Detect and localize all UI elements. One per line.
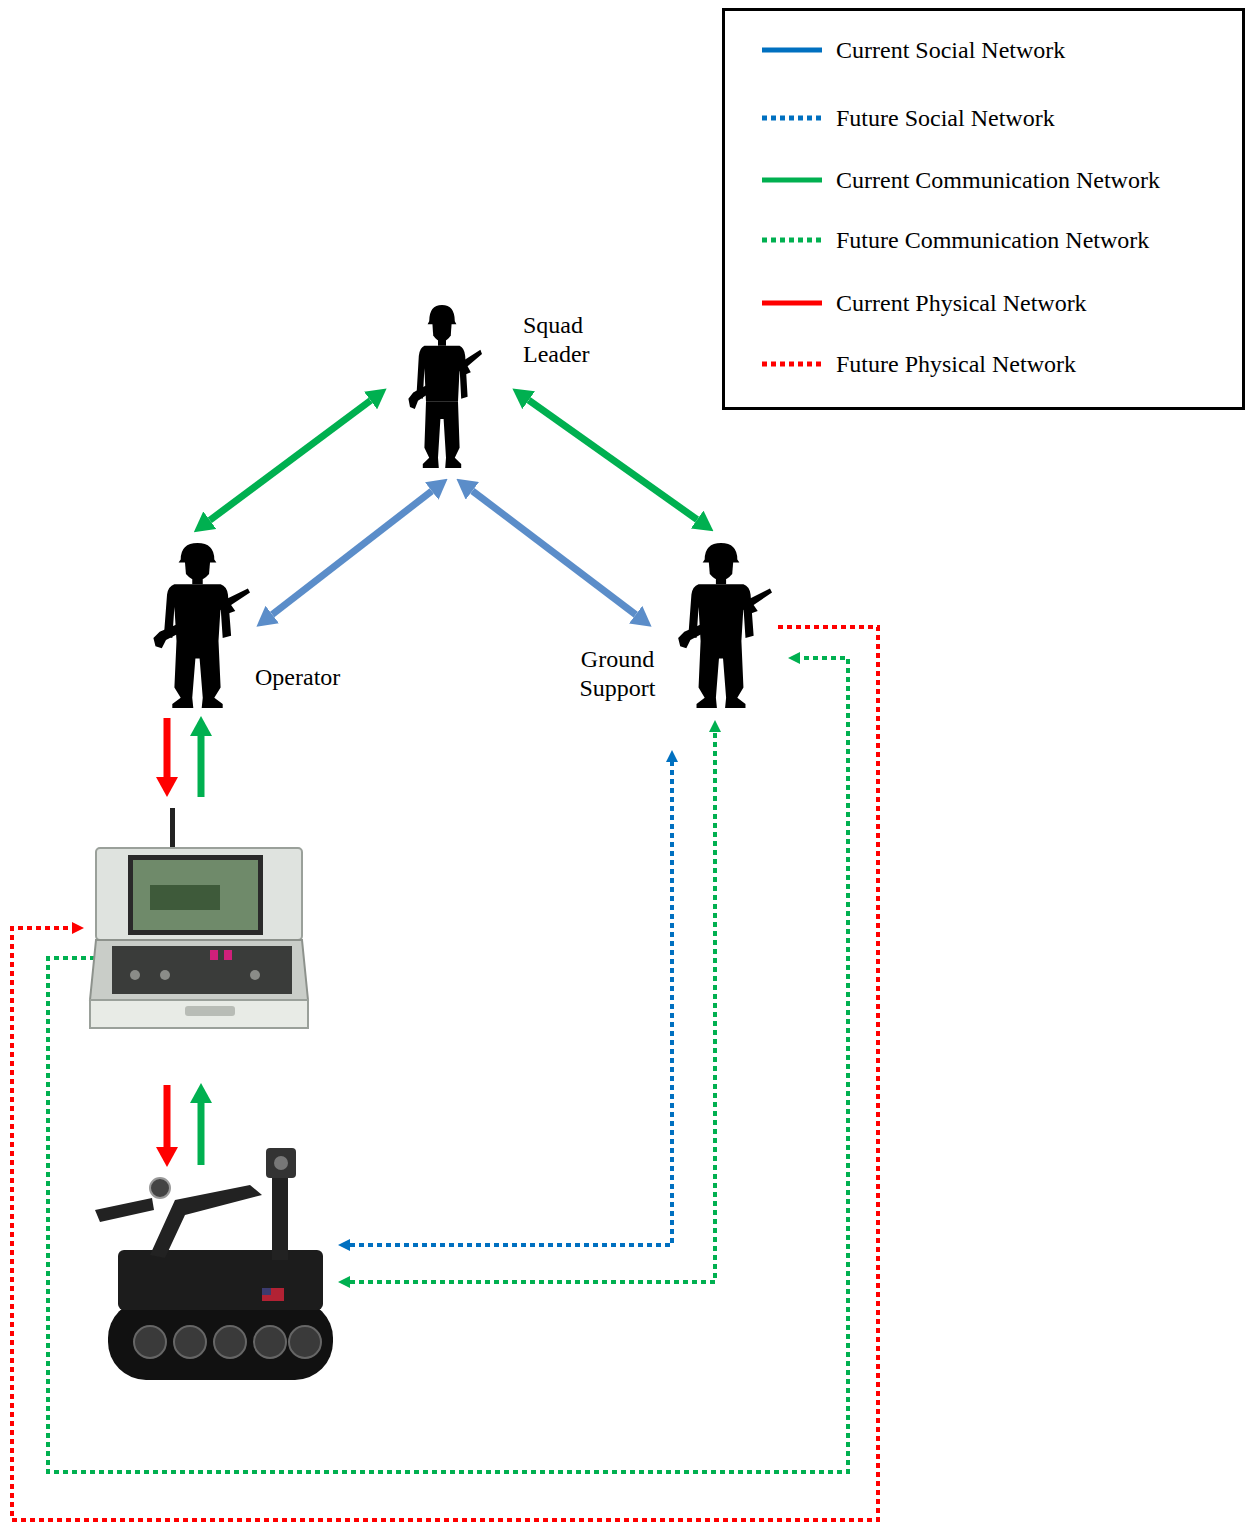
legend-label: Current Communication Network [836,165,1160,195]
knob [130,970,140,980]
flag-canton [262,1288,271,1295]
soldier-silhouette [145,543,250,708]
soldier-node: Ground Support [670,543,772,708]
network-connector [472,491,635,615]
legend-sample [762,358,822,370]
robot-body [118,1250,323,1310]
current-communication-link [198,1103,205,1165]
soldier-silhouette [670,543,772,708]
legend-label: Future Social Network [836,103,1055,133]
current-communication-link [198,736,205,797]
silhouette-part [408,350,482,409]
legend-sample [762,112,822,124]
network-connector [272,491,432,614]
legend-label: Future Communication Network [836,225,1149,255]
silhouette-part [438,340,446,346]
legend-sample [762,44,822,56]
legend-entry: Current Communication Network [725,165,1242,195]
antenna [170,808,175,853]
silhouette-part [192,578,203,584]
silhouette-part [697,641,746,708]
arm-camera [150,1178,170,1198]
legend-line [762,48,822,53]
node-label: Operator [255,663,340,692]
legend-entry: Future Communication Network [725,225,1242,255]
button [224,950,232,960]
future-links [12,627,878,1520]
legend-label: Current Social Network [836,35,1065,65]
silhouette-part [179,543,217,563]
knob [160,970,170,980]
legend-entry: Current Social Network [725,35,1242,65]
silhouette-part [172,641,222,708]
camera-head [266,1148,296,1178]
legend-line [762,301,822,306]
screen [133,860,258,930]
legend-entry: Current Physical Network [725,288,1242,318]
handle [185,1006,235,1016]
current-physical-link [164,1085,171,1147]
wheel [254,1326,286,1358]
legend-entry: Future Social Network [725,103,1242,133]
legend-sample [762,297,822,309]
screen-image [150,885,220,910]
controller-illustration [90,808,308,1028]
future-physical-link [12,627,878,1520]
controller-lid [96,848,302,940]
connector-layer [210,400,697,614]
soldier-node: Squad Leader [402,305,482,468]
track [108,1300,333,1380]
silhouette-part [678,588,772,648]
silhouette-part [153,588,250,648]
future-social-link [350,762,672,1245]
wheel [134,1326,166,1358]
silhouette-part [185,562,210,581]
silhouette-part [709,562,733,581]
legend-label: Future Physical Network [836,349,1076,379]
node-label: Ground Support [570,645,665,703]
silhouette-part [428,305,457,324]
flag [262,1288,284,1301]
silhouette-part [423,402,461,468]
soldier-node: Operator [145,543,250,708]
camera-lens [274,1156,288,1170]
button [210,950,218,960]
wheel [289,1326,321,1358]
legend-line [762,362,822,367]
screen-bezel [128,855,263,935]
legend-label: Current Physical Network [836,288,1087,318]
legend-box: Current Social NetworkFuture Social Netw… [722,8,1245,410]
gripper [95,1198,154,1222]
soldier-silhouette [402,305,482,468]
legend-sample [762,234,822,246]
silhouette-part [716,578,726,584]
legend-line [762,116,822,121]
wheel [214,1326,246,1358]
legend-line [762,178,822,183]
network-connector [210,401,371,521]
legend-line [762,238,822,243]
network-connector [529,400,697,519]
node-label: Squad Leader [523,311,605,369]
future-communication-link [48,658,848,1472]
control-panel [112,946,292,994]
future-communication-link [350,732,715,1282]
controller-front [90,1000,308,1028]
knob [250,970,260,980]
current-physical-link [164,718,171,777]
legend-entry: Future Physical Network [725,349,1242,379]
robot-illustration [95,1148,333,1380]
silhouette-part [432,323,451,341]
legend-sample [762,174,822,186]
wheel [174,1326,206,1358]
silhouette-part [703,543,740,563]
controller-base [90,940,308,1000]
